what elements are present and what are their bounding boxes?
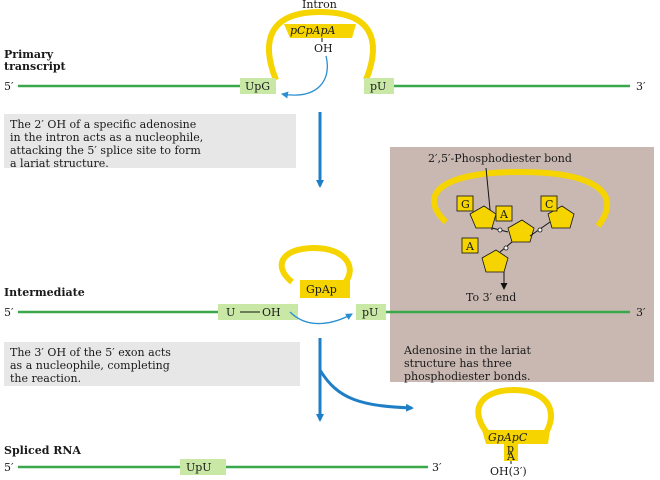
phosphate-1 xyxy=(497,227,503,233)
released-gpapc-label: GpApC xyxy=(488,431,528,444)
base-branch-a-box xyxy=(461,237,479,254)
base-g-label: G xyxy=(461,198,470,211)
intermediate-pu-box xyxy=(356,304,386,320)
base-branch-a-label: A xyxy=(465,240,475,253)
phosphate-3 xyxy=(503,245,509,251)
step1-line-4: a lariat structure. xyxy=(10,157,109,170)
exon-upu-box xyxy=(180,459,226,475)
exon-upg-box xyxy=(240,78,276,94)
intermediate-pu-label: pU xyxy=(362,306,378,319)
exon-upg-label: UpG xyxy=(245,80,270,93)
primary-three-prime: 3′ xyxy=(636,80,646,93)
base-a-box xyxy=(495,205,513,222)
intron-pcpapa-label: pCpApA xyxy=(290,24,335,37)
intermediate-five-prime: 5′ xyxy=(4,306,14,319)
phosphate-2 xyxy=(537,227,543,233)
exon-pu-label: pU xyxy=(370,80,386,93)
intron-label: Intron xyxy=(302,0,337,11)
lariat-panel xyxy=(390,147,654,382)
step1-line-3: attacking the 5′ splice site to form xyxy=(10,144,201,157)
to-3-end-label: To 3′ end xyxy=(466,291,516,304)
exon-pu-box xyxy=(364,78,394,94)
intermediate-gpap-label: GpAp xyxy=(306,283,337,296)
phosphodiester-label: 2′,5′-Phosphodiester bond xyxy=(428,152,572,165)
released-stem-box xyxy=(504,443,518,461)
sugar-c xyxy=(547,205,575,229)
released-lariat-loop xyxy=(475,386,554,438)
exon-upu-label: UpU xyxy=(186,461,212,474)
base-g-box xyxy=(456,195,474,212)
intron-pcpapa-band xyxy=(284,24,356,38)
lariat-line-2: structure has three xyxy=(404,357,512,370)
intron-loop xyxy=(266,8,376,82)
spliced-three-prime: 3′ xyxy=(432,461,442,474)
intermediate-three-prime: 3′ xyxy=(636,306,646,319)
lariat-line-1: Adenosine in the lariat xyxy=(404,344,531,357)
base-c-label: C xyxy=(545,198,553,211)
released-oh3-label: OH(3′) xyxy=(490,465,527,478)
base-a-label: A xyxy=(499,208,509,221)
attack-arrow-2 xyxy=(289,311,353,325)
step1-line-2: in the intron acts as a nucleophile, xyxy=(10,131,204,144)
released-gpapc-band xyxy=(482,430,550,444)
intermediate-label: Intermediate xyxy=(4,286,85,299)
branch-arrow xyxy=(318,369,414,412)
intermediate-gpap-box xyxy=(300,280,350,298)
lariat-detail-loop xyxy=(431,168,611,228)
spliced-five-prime: 5′ xyxy=(4,461,14,474)
primary-label-line1: Primary xyxy=(4,48,54,61)
step2-note: The 3′ OH of the 5′ exon acts as a nucle… xyxy=(4,342,300,386)
exon-u-label: U xyxy=(226,306,235,319)
released-a-label: A xyxy=(506,450,516,463)
lariat-note: Adenosine in the lariat structure has th… xyxy=(404,344,644,383)
base-c-box xyxy=(540,195,558,212)
exon-oh-label: OH xyxy=(262,306,281,319)
step2-line-1: The 3′ OH of the 5′ exon acts xyxy=(10,346,171,359)
step2-line-3: the reaction. xyxy=(10,372,82,385)
sugar-g xyxy=(469,205,497,229)
step1-note: The 2′ OH of a specific adenosine in the… xyxy=(4,114,296,170)
intron-oh-label: OH xyxy=(314,42,333,55)
primary-five-prime: 5′ xyxy=(4,80,14,93)
primary-label-line2: transcript xyxy=(4,60,67,73)
released-p-label: p xyxy=(507,442,514,455)
intermediate-lariat-loop xyxy=(278,244,353,286)
step1-line-1: The 2′ OH of a specific adenosine xyxy=(10,118,197,131)
lariat-line-3: phosphodiester bonds. xyxy=(404,370,531,383)
sugar-branch-a xyxy=(481,249,509,273)
attack-arrow xyxy=(281,55,328,99)
step2-line-2: as a nucleophile, completing xyxy=(10,359,170,372)
spliced-label: Spliced RNA xyxy=(4,444,81,457)
